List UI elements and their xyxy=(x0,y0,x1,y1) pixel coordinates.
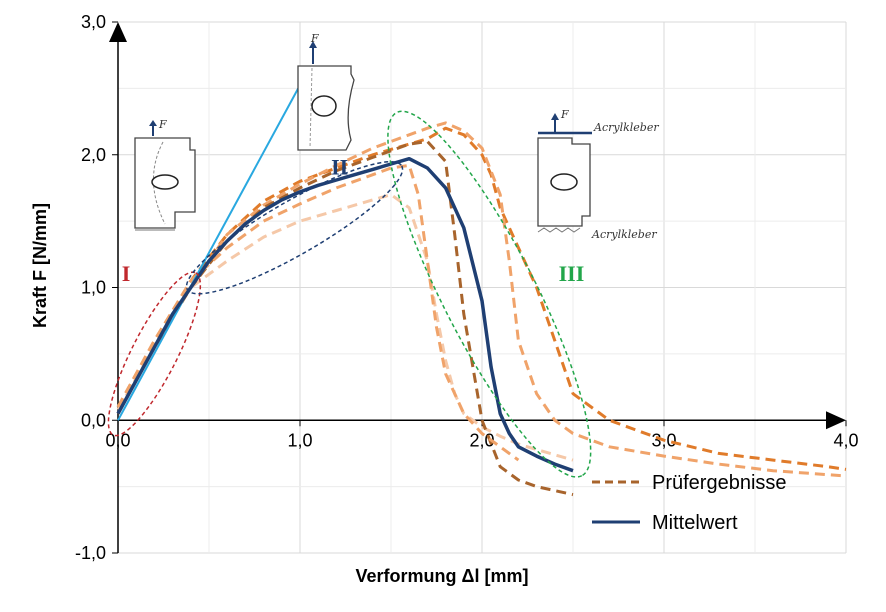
force-label-2: F xyxy=(310,32,319,45)
series-layer xyxy=(116,87,847,497)
zone-label-0: I xyxy=(122,261,131,286)
force-arrowhead-icon xyxy=(551,113,559,120)
legend-label-1: Mittelwert xyxy=(652,512,738,534)
y-tick-label-3: 2,0 xyxy=(81,145,106,165)
zone-outline-0 xyxy=(107,271,202,437)
force-label-1: F xyxy=(158,118,167,131)
x-tick-label-0: 0,0 xyxy=(105,430,130,450)
series-line-5 xyxy=(116,163,520,462)
adhesive-label-bottom: Acrylkleber xyxy=(591,228,657,241)
specimen-sketch-3: F Acrylkleber Acrylkleber xyxy=(537,108,659,241)
series-line-3 xyxy=(116,193,574,462)
force-arrowhead-icon xyxy=(309,41,317,48)
force-label-3: F xyxy=(560,108,569,121)
y-axis-arrow-icon xyxy=(109,22,127,42)
series-line-0 xyxy=(116,156,574,473)
x-tick-label-1: 1,0 xyxy=(287,430,312,450)
zone-label-1: II xyxy=(331,155,348,180)
zone-outline-1 xyxy=(185,160,404,295)
y-tick-label-1: 0,0 xyxy=(81,410,106,430)
series-line-6 xyxy=(117,87,300,421)
y-axis-title: Kraft F [N/mm] xyxy=(30,203,50,328)
zone-outline-2 xyxy=(387,110,592,478)
x-axis-title: Verformung Δl [mm] xyxy=(356,566,529,586)
zone-label-2: III xyxy=(559,261,585,286)
x-axis-arrow-icon xyxy=(826,411,846,430)
adhesive-label-top: Acrylkleber xyxy=(593,121,659,134)
series-line-2 xyxy=(116,121,847,478)
series-line-4 xyxy=(116,140,574,497)
specimen-sketch-2: F xyxy=(297,32,355,151)
x-tick-label-4: 4,0 xyxy=(833,430,858,450)
series-line-1 xyxy=(116,126,847,471)
y-tick-label-4: 3,0 xyxy=(81,12,106,32)
y-tick-label-2: 1,0 xyxy=(81,278,106,298)
specimen-sketch-1: F xyxy=(134,118,196,231)
legend-label-0: Prüfergebnisse xyxy=(652,472,787,494)
force-arrowhead-icon xyxy=(149,120,157,126)
y-tick-label-0: -1,0 xyxy=(75,543,106,563)
